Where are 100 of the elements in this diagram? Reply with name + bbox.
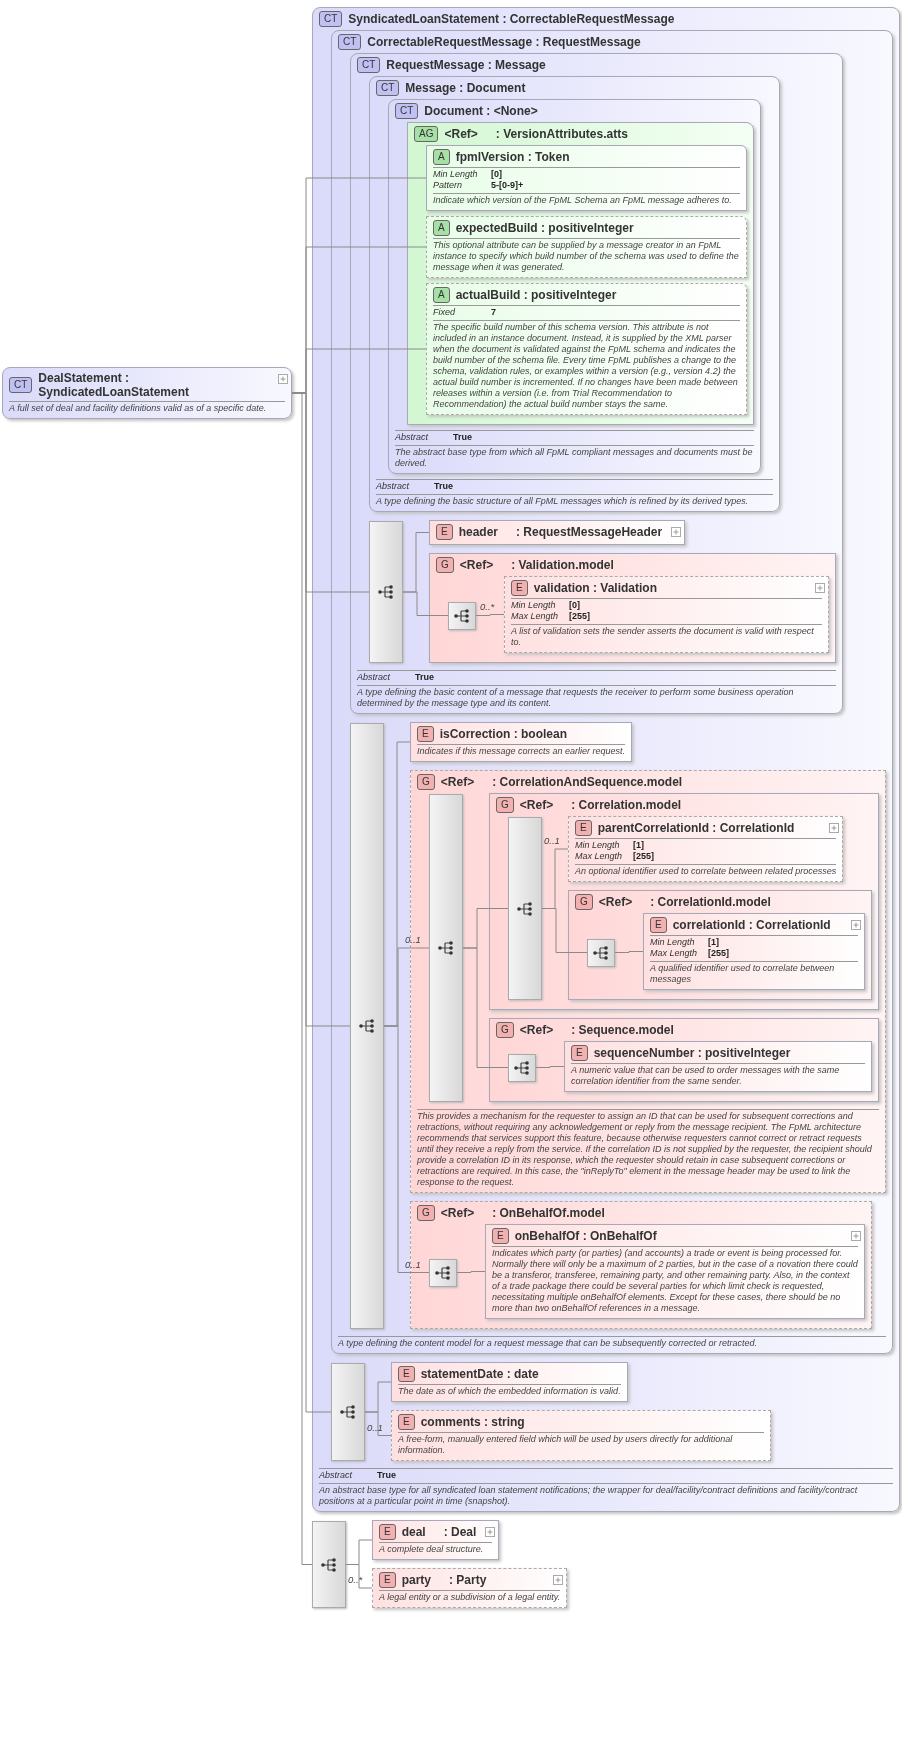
type-name: <Ref> [440, 1206, 475, 1220]
sequence-compositor [350, 723, 384, 1329]
property-label: Max Length [511, 611, 560, 622]
property-value: [255] [708, 948, 729, 958]
description-text: Indicate which version of the FpML Schema an FpML message adheres to. [433, 193, 741, 206]
type-badge: G [417, 774, 435, 790]
type-badge: E [511, 580, 528, 596]
sequence-compositor [429, 794, 463, 1102]
type-name: onBehalfOf : OnBehalfOf [514, 1229, 657, 1243]
edge-label: 0..1 [405, 1258, 421, 1270]
description-text: A free-form, manually entered field which will be used by users directly for additional information. [398, 1432, 764, 1456]
type-name: <Ref> [444, 127, 478, 141]
description-text: A numeric value that can be used to order messages with the same correlation identifier from the same sender. [571, 1063, 865, 1087]
element-box [391, 1410, 771, 1461]
complex-type-box [331, 30, 893, 1354]
sequence-compositor [508, 1053, 536, 1082]
type-name: correlationId : CorrelationId [672, 918, 831, 932]
type-badge: CT [9, 377, 33, 393]
type-name: : RequestMessageHeader [516, 525, 663, 539]
type-badge: CT [338, 34, 362, 50]
connector-line [402, 591, 449, 616]
attribute-box [426, 216, 748, 278]
description-text: A type defining the basic content of a message that requests the receiver to perform some business operation determined by the message type and its content. [357, 685, 837, 709]
type-name: CorrectableRequestMessage : RequestMessage [367, 35, 641, 49]
edge-label: 0..1 [367, 1421, 383, 1433]
connector-line [383, 1025, 430, 1273]
edge-label: 0..1 [544, 835, 560, 846]
property-value: [0] [569, 600, 580, 610]
property-value: 5-[0-9]+ [491, 180, 524, 190]
connector-line [475, 614, 505, 616]
type-badge: E [379, 1572, 396, 1588]
description-text: A list of validation sets the sender asserts the document is valid with respect to. [511, 624, 823, 648]
type-name: <Ref> [519, 1023, 554, 1037]
type-name: <Ref> [459, 558, 494, 572]
complex-type-box [369, 76, 781, 512]
type-badge: E [417, 726, 434, 742]
type-badge: A [433, 149, 450, 165]
description-text: A qualified identifier used to correlate between messages [650, 961, 858, 985]
property-label: Abstract [376, 481, 410, 492]
property-label: Min Length [511, 600, 557, 611]
description-text: Indicates which party (or parties) (and accounts) a trade or event is being processed for. Normally there will only be a maximum of 2 parties, but in the case of a novation there could be a transferor, transferee, remaining party, and other remaining party. Also, in the context of a trade package there could be several parties for which limit check is requested, necessitating multiple onBehalfOf elements. Except for these cases, there should be no more than two onBehalfOf references in a message. [492, 1246, 858, 1314]
model-group-box [489, 793, 879, 1010]
complex-type-box [312, 7, 900, 1512]
complex-type-box [388, 99, 762, 474]
edge-label: 0..* [480, 600, 495, 612]
connector-line [364, 1411, 392, 1436]
sequence-compositor [312, 1521, 346, 1608]
connector-line [462, 947, 509, 1068]
connector-line [535, 1066, 565, 1068]
type-badge: E [575, 820, 592, 836]
element-box [568, 816, 844, 882]
element-box [391, 1362, 628, 1402]
attribute-group-box [407, 122, 755, 425]
type-badge: E [379, 1524, 396, 1540]
type-badge: CT [357, 57, 381, 73]
element-box [485, 1224, 865, 1319]
complex-type-box [350, 53, 844, 714]
type-badge: E [398, 1366, 415, 1382]
property-value: True [434, 481, 453, 491]
sequence-compositor [508, 817, 542, 1000]
type-badge: A [433, 220, 450, 236]
attribute-box [426, 283, 748, 415]
type-name: statementDate : date [420, 1367, 539, 1381]
type-name: deal [401, 1525, 426, 1539]
type-badge: G [575, 894, 593, 910]
type-name: : VersionAttributes.atts [495, 127, 628, 141]
type-badge: E [436, 524, 453, 540]
type-badge: E [398, 1414, 415, 1430]
attribute-box [426, 145, 748, 211]
description-text: A type defining the content model for a request message that can be subsequently corrected or retracted. [338, 1336, 886, 1349]
type-name: : OnBehalfOf.model [492, 1206, 605, 1220]
type-name: SyndicatedLoanStatement : CorrectableRequestMessage [348, 12, 675, 26]
property-label: Abstract [357, 672, 391, 683]
description-text: The abstract base type from which all FpML compliant messages and documents must be derived. [395, 445, 755, 469]
type-name: isCorrection : boolean [439, 727, 568, 741]
model-group-box [429, 553, 837, 663]
type-name: validation : Validation [533, 581, 658, 595]
description-text: This provides a mechanism for the requester to assign an ID that can be used for subsequent corrections and retractions, without requiring any acknowledgement or reply from the message recipient. The FpML architecture recommends that services support this feature, because otherwise requesters cannot correct or retract requests until they receive a reply from the service. If the correlation ID is not supplied by the requester, the recipient should provide a correlation ID in its response, which the requester should retain in case subsequent corrections or retractions are required. In this case, the "inReplyTo" element in the message header may be used to link the response to the request. [417, 1109, 879, 1188]
type-name: : Correlation.model [571, 798, 682, 812]
property-label: Min Length [575, 840, 621, 851]
type-badge: G [436, 557, 454, 573]
type-badge: E [650, 917, 667, 933]
type-name: : CorrelationAndSequence.model [492, 775, 683, 789]
sequence-compositor [369, 521, 403, 663]
property-label: Fixed [433, 307, 457, 318]
type-badge: G [496, 797, 514, 813]
property-label: Min Length [433, 169, 479, 180]
sequence-compositor [331, 1363, 365, 1461]
property-value: True [415, 672, 434, 682]
sequence-compositor [448, 601, 476, 630]
element-box [410, 722, 633, 762]
type-name: actualBuild : positiveInteger [455, 288, 617, 302]
property-label: Abstract [395, 432, 429, 443]
element-box [643, 913, 865, 990]
model-group-box [568, 890, 872, 1000]
connector-line [614, 951, 644, 953]
element-box [372, 1520, 500, 1560]
type-name: : Party [449, 1573, 487, 1587]
element-box [372, 1568, 568, 1608]
type-name: RequestMessage : Message [386, 58, 546, 72]
